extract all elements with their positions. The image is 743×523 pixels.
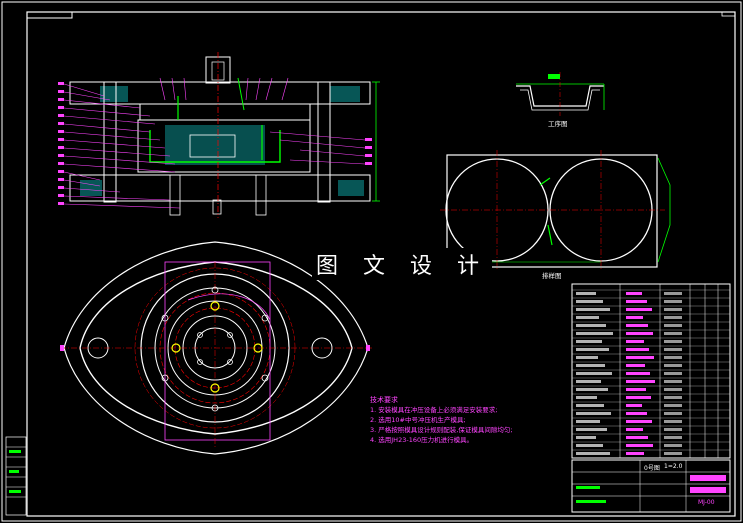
- parts-row-spec: [664, 420, 682, 423]
- product-sketch: [516, 72, 605, 116]
- parts-row-name: [576, 364, 605, 367]
- parts-row-material: [626, 308, 652, 311]
- parts-row-material: [626, 436, 648, 439]
- technical-note-4: 4. 选用JH23-160压力机进行模具。: [370, 436, 474, 444]
- corner-tab-right: [721, 11, 736, 17]
- parts-row-material: [626, 404, 642, 407]
- die-plan-view: [60, 241, 372, 455]
- parts-row-spec: [664, 380, 682, 383]
- parts-row-name: [576, 436, 596, 439]
- revision-strip: [5, 436, 27, 516]
- parts-row-name: [576, 356, 598, 359]
- parts-row-name: [576, 316, 599, 319]
- parts-row-name: [576, 332, 613, 335]
- parts-row-name: [576, 324, 606, 327]
- watermark-text: 图 文 设 计: [312, 248, 492, 280]
- parts-row-spec: [664, 388, 682, 391]
- parts-row-material: [626, 396, 651, 399]
- parts-row-spec: [664, 316, 682, 319]
- parts-row-name: [576, 428, 607, 431]
- parts-row-name: [576, 404, 604, 407]
- parts-row-name: [576, 300, 603, 303]
- parts-row-spec: [664, 364, 682, 367]
- parts-row-spec: [664, 372, 682, 375]
- parts-row-material: [626, 388, 646, 391]
- parts-row-spec: [664, 348, 682, 351]
- technical-note-2: 2. 选用10#中号冲压机生产模具;: [370, 416, 466, 424]
- scale-label: 0号图: [644, 465, 660, 472]
- parts-row-spec: [664, 356, 682, 359]
- parts-row-material: [626, 444, 653, 447]
- parts-row-name: [576, 308, 610, 311]
- scale-value: 1=2.0: [664, 463, 683, 470]
- parts-row-spec: [664, 324, 682, 327]
- parts-row-spec: [664, 292, 682, 295]
- strip-layout: [440, 150, 671, 270]
- parts-row-name: [576, 380, 601, 383]
- parts-row-material: [626, 356, 654, 359]
- parts-row-material: [626, 348, 649, 351]
- parts-row-name: [576, 452, 610, 455]
- parts-row-name: [576, 420, 600, 423]
- technical-note-1: 1. 安装模具在冲压设备上必须满足安装要求;: [370, 406, 498, 414]
- technical-notes-title: 技术要求: [370, 396, 398, 404]
- parts-row-spec: [664, 428, 682, 431]
- die-section-view: [69, 52, 380, 218]
- parts-row-material: [626, 372, 650, 375]
- parts-list-table: [571, 283, 731, 459]
- parts-row-name: [576, 396, 597, 399]
- leader-lines-top: [159, 77, 289, 101]
- parts-row-name: [576, 444, 603, 447]
- parts-row-spec: [664, 308, 682, 311]
- title-block: [571, 459, 731, 513]
- drawing-code: MJ-00: [698, 499, 715, 506]
- parts-row-name: [576, 340, 602, 343]
- parts-row-material: [626, 428, 643, 431]
- balloon-numbers-left: [58, 82, 64, 205]
- parts-row-material: [626, 316, 643, 319]
- parts-row-material: [626, 452, 644, 455]
- technical-note-3: 3. 严格按照模具设计规则配装,保证模具间隙均匀;: [370, 426, 513, 434]
- parts-row-spec: [664, 332, 682, 335]
- parts-row-spec: [664, 404, 682, 407]
- parts-row-spec: [664, 340, 682, 343]
- leader-lines-left: [63, 83, 181, 209]
- parts-row-name: [576, 348, 609, 351]
- parts-row-spec: [664, 300, 682, 303]
- parts-row-material: [626, 420, 652, 423]
- parts-row-spec: [664, 396, 682, 399]
- blank-caption: 排样图: [542, 272, 562, 280]
- parts-row-name: [576, 388, 608, 391]
- parts-row-material: [626, 412, 647, 415]
- inner-border: [26, 11, 736, 517]
- parts-list-rows: [572, 289, 730, 455]
- parts-row-material: [626, 380, 655, 383]
- parts-row-material: [626, 324, 648, 327]
- parts-row-spec: [664, 444, 682, 447]
- balloon-numbers-right: [365, 138, 372, 165]
- parts-row-material: [626, 300, 647, 303]
- parts-row-spec: [664, 452, 682, 455]
- parts-row-material: [626, 292, 642, 295]
- parts-row-spec: [664, 412, 682, 415]
- parts-row-name: [576, 372, 612, 375]
- parts-row-name: [576, 412, 611, 415]
- parts-row-name: [576, 292, 596, 295]
- parts-row-material: [626, 332, 653, 335]
- leader-lines-right: [269, 131, 366, 165]
- product-caption: 工序图: [548, 120, 568, 128]
- parts-row-spec: [664, 436, 682, 439]
- parts-row-material: [626, 364, 645, 367]
- technical-notes: 技术要求 1. 安装模具在冲压设备上必须满足安装要求; 2. 选用10#中号冲压…: [370, 395, 513, 445]
- parts-row-material: [626, 340, 644, 343]
- corner-tab: [26, 11, 73, 19]
